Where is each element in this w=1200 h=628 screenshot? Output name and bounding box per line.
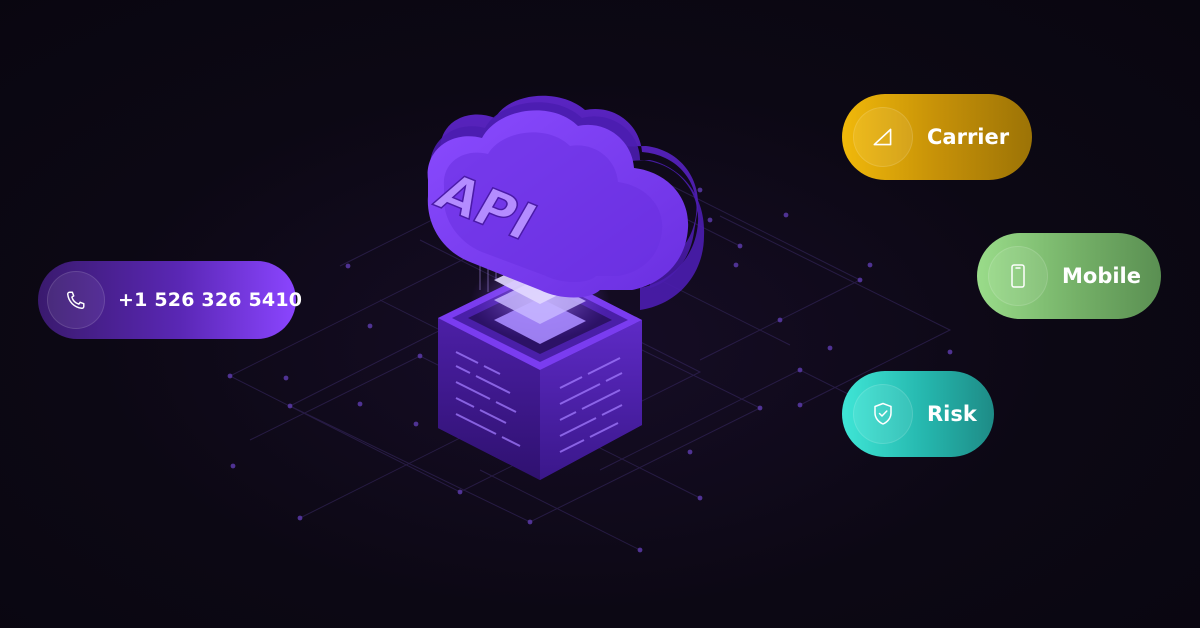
mobile-pill: Mobile (977, 233, 1161, 319)
api-cloud: API (425, 95, 705, 311)
phone-number-pill: +1 526 326 5410 (38, 261, 302, 339)
phone-number-text: +1 526 326 5410 (118, 289, 303, 311)
shield-check-icon (853, 384, 913, 444)
risk-pill: Risk (842, 371, 994, 457)
phone-icon (47, 271, 105, 329)
signal-triangle-icon (853, 107, 913, 167)
carrier-label: Carrier (927, 125, 1010, 149)
carrier-pill: Carrier (842, 94, 1032, 180)
connector-lines (296, 139, 977, 421)
smartphone-icon (988, 246, 1048, 306)
risk-label: Risk (927, 402, 977, 426)
mobile-label: Mobile (1062, 264, 1141, 288)
